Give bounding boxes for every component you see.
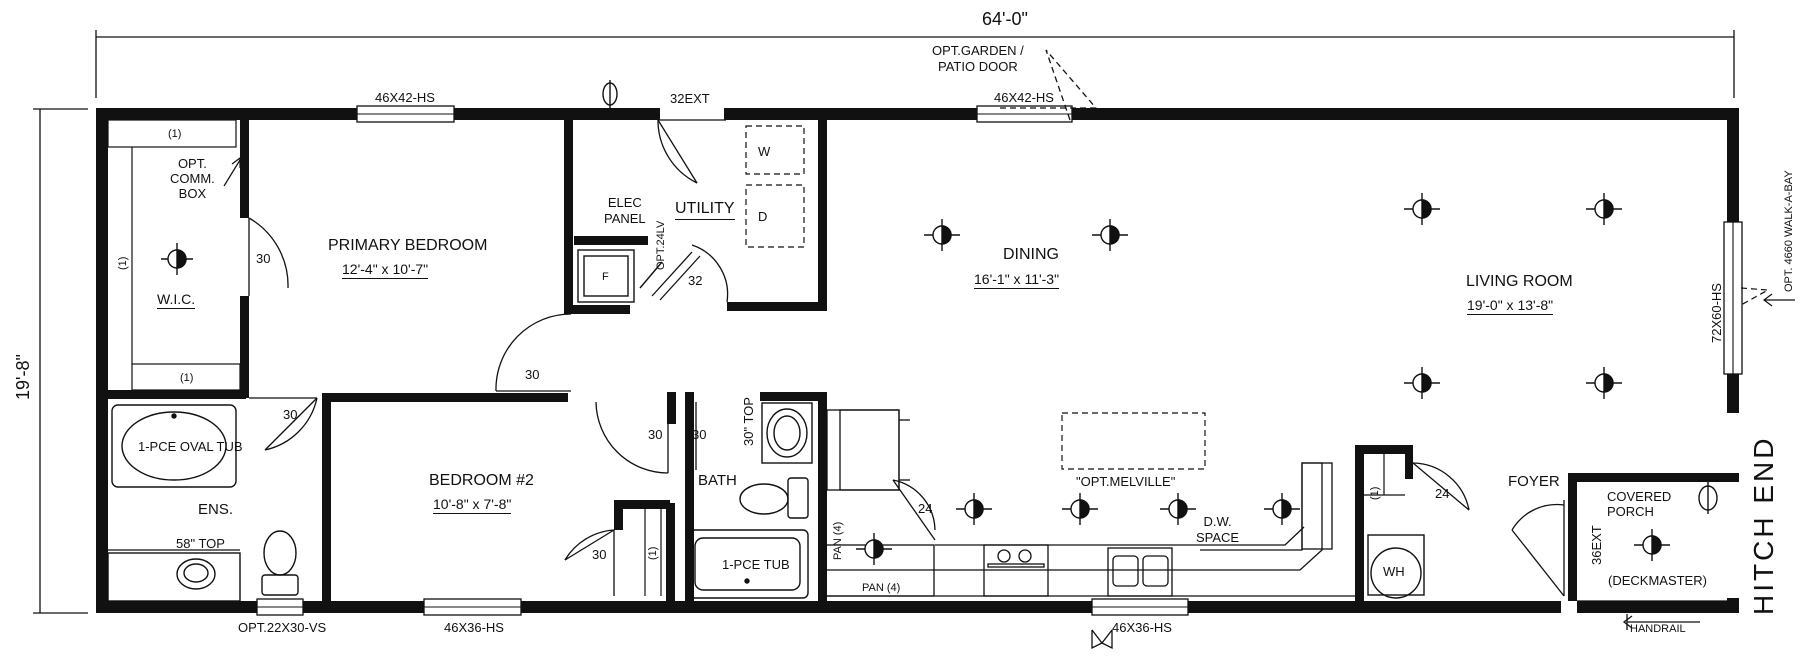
primary-bedroom-size: 12'-4" x 10'-7" [342,261,429,279]
overall-depth-dimension-line [33,108,88,614]
door-size-label: 30 [648,427,663,442]
pan-label: PAN (4) [832,521,844,560]
washer-label: W [758,144,771,159]
bedroom2-size: 10'-8" x 7'-8" [433,496,512,514]
door-size-label: 24 [1435,486,1450,501]
foyer-label: FOYER [1508,473,1560,490]
bath-toilet [739,477,809,519]
bath-tub [686,529,809,599]
door-size-label: 30 [525,367,540,382]
pan-label: PAN (4) [862,582,901,594]
light-fixture-icon [1404,193,1440,225]
window-glazing-lines [257,113,1734,608]
bath-sink [761,402,813,464]
tub-label: 1-PCE TUB [722,557,790,572]
hitch-end-label: HITCH END [1748,435,1779,615]
oval-tub-label: 1-PCE OVAL TUB [138,439,243,454]
dryer-label: D [758,209,768,224]
door-size-label: 32 [688,273,703,288]
dashed-optional-items [745,107,1771,470]
window-46x42-label: 46X42-HS [994,90,1054,105]
closet-shelving [107,119,1405,596]
light-fixture-icon [1062,493,1098,525]
door-swings [248,49,1565,597]
opt-melville-label: "OPT.MELVILLE" [1076,474,1176,489]
utility-label: UTILITY [675,201,735,220]
door-32ext-label: 32EXT [670,91,710,106]
exterior-walls [96,108,1739,613]
overall-width-dimension-line [95,30,1735,98]
ensuite-label: ENS. [198,501,234,518]
light-fixture-icon [1586,367,1622,399]
kitchen-counters [825,462,1355,597]
range-burners [987,549,1045,568]
opt-4660-walk-a-bay-label: OPT. 4660 WALK-A-BAY [1783,170,1795,292]
wic-label: W.I.C. [157,291,196,309]
living-room-label: LIVING ROOM [1466,273,1573,290]
fridge [826,409,910,491]
dining-size: 16'-1" x 11'-3" [974,271,1060,289]
light-fixture-icon [856,533,892,565]
58-top-label: 58" TOP [176,536,225,551]
interior-walls [108,120,1739,601]
opt-comm-box-label: OPT. COMM. BOX [170,156,215,201]
deckmaster-label: (DECKMASTER) [1608,573,1707,588]
light-fixtures [161,193,1670,565]
furnace-box [577,249,663,303]
door-size-label: 30 [692,427,707,442]
window-22x30-label: OPT.22X30-VS [238,620,327,635]
light-fixture-icon [1092,219,1128,251]
living-room-size: 19'-0" x 13'-8" [1467,297,1554,315]
door-size-label: 24 [918,501,933,516]
dining-label: DINING [1003,246,1059,263]
light-fixture-icon [1404,367,1440,399]
opt-24lv-label: OPT.24LV [655,220,667,270]
overall-depth-dimension: 19'-8" [13,354,33,400]
water-heater-label: WH [1383,564,1405,579]
light-fixture-icon [924,219,960,251]
dw-space-label: D.W. SPACE [1196,514,1240,545]
hose-bib-icon [1091,629,1113,650]
window-46x42-label: 46X42-HS [375,90,435,105]
leader-arrows [223,156,1795,307]
light-fixture-icon [1264,493,1300,525]
exterior-outlet-icon [1698,482,1718,514]
water-heater [1367,534,1425,599]
window-46x36-label: 46X36-HS [1112,620,1172,635]
ensuite-toilet [261,530,299,596]
shelf-label: (1) [1369,486,1381,500]
kitchen-sink [1112,555,1169,587]
opt-garden-patio-door-label: OPT.GARDEN / PATIO DOOR [932,43,1024,75]
door-size-label: 30 [592,547,607,562]
shelf-label: (1) [117,256,129,270]
window-46x36-label: 46X36-HS [444,620,504,635]
bath-label: BATH [698,472,737,489]
30-top-label: 30" TOP [741,397,756,446]
shelf-label: (1) [647,546,659,560]
elec-panel-label: ELEC PANEL [604,195,646,226]
covered-porch-label: COVERED PORCH [1607,489,1672,519]
door-size-label: 30 [283,407,298,422]
shelf-label: (1) [180,372,194,384]
ensuite-vanity-sink [107,552,241,602]
light-fixture-icon [1160,493,1196,525]
handrail-label: HANDRAIL [1630,623,1686,635]
shelf-label: (1) [168,128,182,140]
primary-bedroom-label: PRIMARY BEDROOM [328,237,488,254]
window-72x60-label: 72X60-HS [1709,283,1724,343]
furnace-label: F [602,271,609,283]
light-fixture-icon [956,493,992,525]
exterior-outlet-icon [602,80,618,108]
light-fixture-icon [1634,529,1670,561]
light-fixture-icon [161,243,193,275]
covered-porch-outline [1577,600,1727,630]
door-size-label: 30 [256,251,271,266]
door-36ext-label: 36EXT [1589,525,1604,565]
light-fixture-icon [1586,193,1622,225]
overall-width-dimension: 64'-0" [982,9,1028,29]
oval-tub [111,404,237,488]
bedroom2-label: BEDROOM #2 [429,472,534,489]
